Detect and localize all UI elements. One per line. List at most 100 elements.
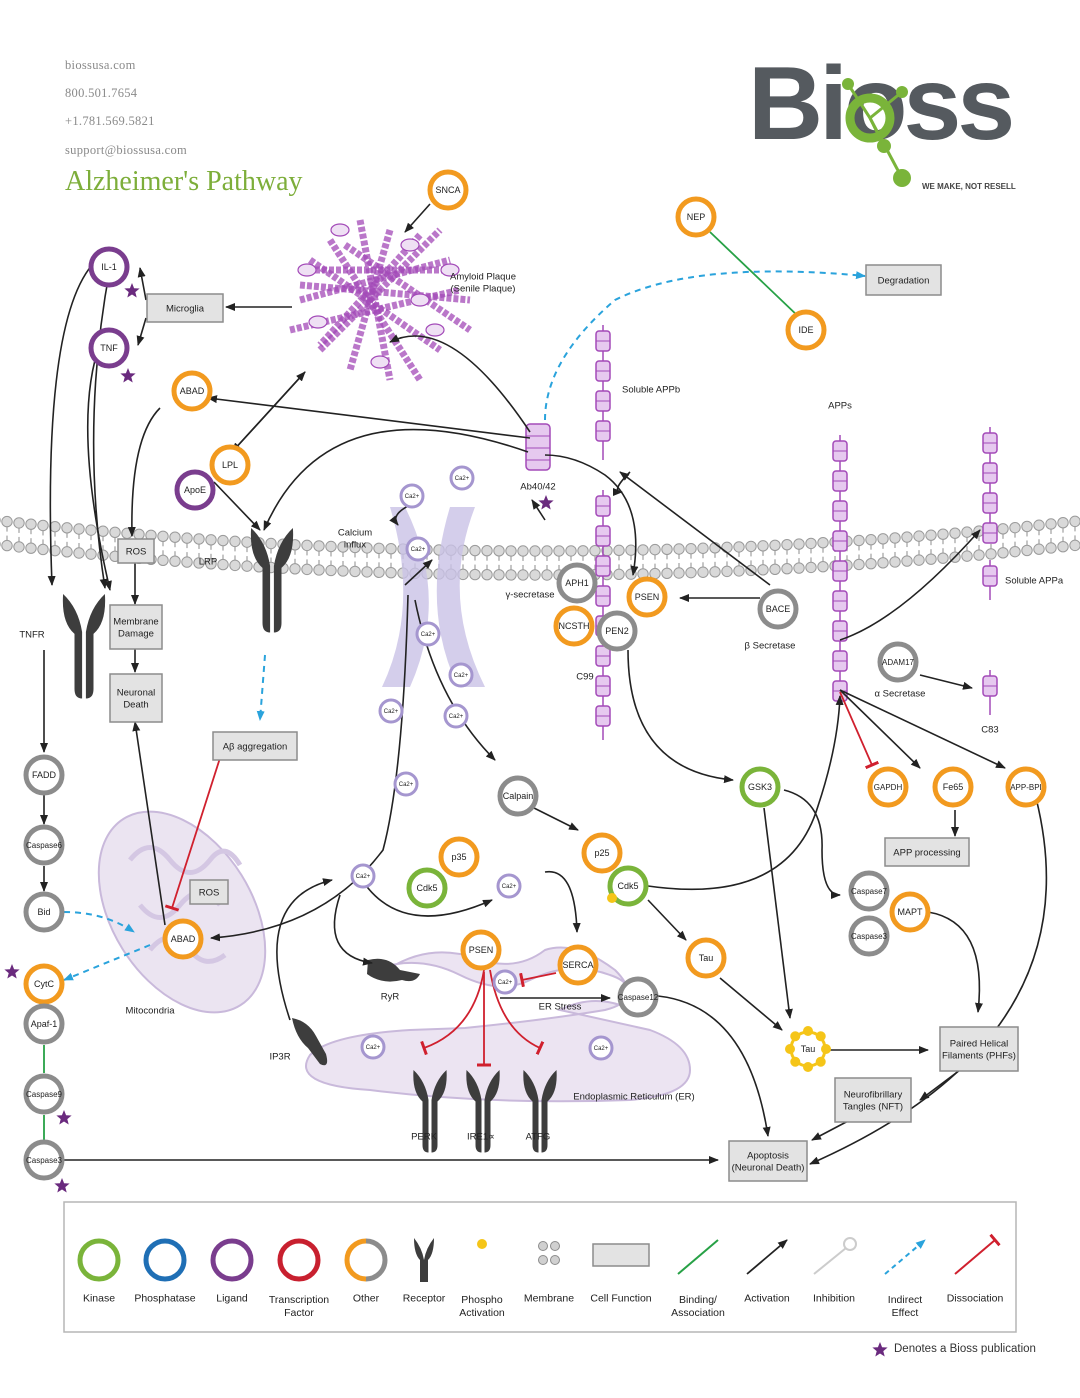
- lipid-head: [241, 560, 253, 572]
- cdk5-right-label: Cdk5: [617, 881, 638, 891]
- legend-item: Cell Function: [590, 1243, 652, 1305]
- caspase7-label: Caspase7: [851, 887, 888, 896]
- gamma-to-ab-edge: [531, 499, 546, 521]
- calcium-ion-icon: Ca2+: [405, 536, 431, 562]
- ab-to-degradation-edge: [544, 270, 866, 421]
- lipid-head: [1009, 545, 1021, 558]
- legend-label: Dissociation: [947, 1293, 1004, 1305]
- il1-to-tnfr-edge: [47, 264, 93, 586]
- ab-aggregation-box: Aβ aggregation: [212, 731, 298, 761]
- caspase9-ring: [23, 1073, 65, 1115]
- lipid-head: [661, 567, 673, 580]
- lipid-head: [1045, 518, 1057, 530]
- calcium-ion-icon: Ca2+: [393, 771, 419, 797]
- lipid-head: [589, 544, 601, 557]
- abad-to-ros-edge: [127, 407, 161, 537]
- aph1-label: APH1: [565, 578, 589, 588]
- calcium-ion-icon: Ca2+: [448, 662, 474, 688]
- calcium-label: Ca2+: [421, 632, 436, 638]
- molecule-bond: [869, 90, 903, 120]
- publication-star-icon: [56, 1110, 72, 1125]
- nep-ring: [675, 196, 717, 238]
- ring-other-icon: [344, 1238, 367, 1282]
- ros-top-rect: [117, 538, 155, 564]
- lipid-head: [1069, 539, 1080, 552]
- lipid-head: [793, 562, 805, 574]
- lipid-head: [469, 568, 481, 581]
- lipid-head: [73, 523, 85, 535]
- lipid-head: [637, 544, 649, 556]
- apoe-to-lrp-edge: [213, 481, 261, 531]
- perk-receptor-icon: [413, 1070, 447, 1153]
- lipid-head: [937, 528, 949, 540]
- receptor-shape: [413, 1070, 447, 1153]
- appbp1-to-apoptosis-edge: [809, 797, 1048, 1165]
- legend-label: Other: [353, 1293, 380, 1305]
- molecule-atom: [896, 86, 908, 98]
- lipid-head: [805, 561, 817, 574]
- lipid-head: [733, 565, 745, 577]
- calcium-ring: [378, 698, 404, 724]
- bace-to-soluble-appb-edge: [619, 471, 771, 586]
- lipid-head: [853, 558, 865, 571]
- cdk5-to-app-edge: [647, 695, 844, 891]
- receptor-icon: [414, 1238, 434, 1282]
- lipid-head: [493, 569, 505, 581]
- lipid-head: [361, 542, 373, 554]
- calcium-label: Ca2+: [594, 1046, 609, 1052]
- calcium-label: Ca2+: [366, 1045, 381, 1051]
- lipid-head: [565, 545, 577, 557]
- lipid-head: [37, 543, 49, 556]
- lipid-head: [241, 536, 253, 548]
- calcium-ring: [405, 536, 431, 562]
- plaque-disc: [400, 238, 420, 252]
- app-to-appbp1-edge: [839, 689, 1006, 769]
- lipid-head: [685, 566, 697, 579]
- microglia-rect: [146, 293, 224, 323]
- abad-top-node: ABAD: [171, 370, 213, 412]
- lipid-head: [373, 566, 385, 579]
- lipid-head: [301, 563, 313, 576]
- lipid-head: [505, 545, 517, 557]
- lipid-head: [265, 537, 277, 550]
- ab-aggregation-rect: [212, 731, 298, 761]
- legend-box: [63, 1201, 1017, 1333]
- lrp-to-aggregation-edge: [256, 654, 266, 721]
- lipid-head: [877, 533, 889, 545]
- bid-label: Bid: [37, 907, 50, 917]
- ring-ligand-icon: [210, 1238, 254, 1282]
- apoe-ring: [174, 469, 216, 511]
- gapdh-ring: [867, 766, 909, 808]
- calcium-label: Ca2+: [498, 980, 513, 986]
- membrane-icon: [550, 1255, 560, 1265]
- lipid-head: [1021, 544, 1033, 557]
- calcium-label: Ca2+: [356, 874, 371, 880]
- lipid-head: [493, 545, 505, 557]
- molecule-atom: [842, 78, 854, 90]
- ip3r-shape: [292, 1018, 328, 1066]
- soluble-appa-upper: [982, 427, 998, 544]
- calcium-label: Ca2+: [455, 476, 470, 482]
- p25-label: p25: [594, 848, 609, 858]
- apps-chain: [832, 435, 848, 702]
- legend-item: Activation: [744, 1239, 790, 1305]
- psen-er-label: PSEN: [469, 945, 494, 955]
- ca-channel-edge: [404, 559, 433, 586]
- mapt-label: MAPT: [897, 907, 923, 917]
- mapt-node: MAPT: [889, 891, 931, 933]
- er-stress-label: ER Stress: [539, 1001, 582, 1012]
- cdk5-left-label: Cdk5: [416, 883, 437, 893]
- lipid-head: [901, 531, 913, 543]
- lipid-head: [349, 541, 361, 554]
- legend-item: Dissociation: [947, 1233, 1004, 1305]
- pen2-label: PEN2: [605, 626, 629, 636]
- adam17-to-soluble-appa-edge: [839, 529, 981, 641]
- lipid-head: [913, 530, 925, 542]
- legend-label: Membrane: [524, 1293, 574, 1305]
- binding-icon: [677, 1239, 719, 1275]
- phospho-icon: [785, 1044, 795, 1054]
- publication-star-icon: [120, 368, 136, 383]
